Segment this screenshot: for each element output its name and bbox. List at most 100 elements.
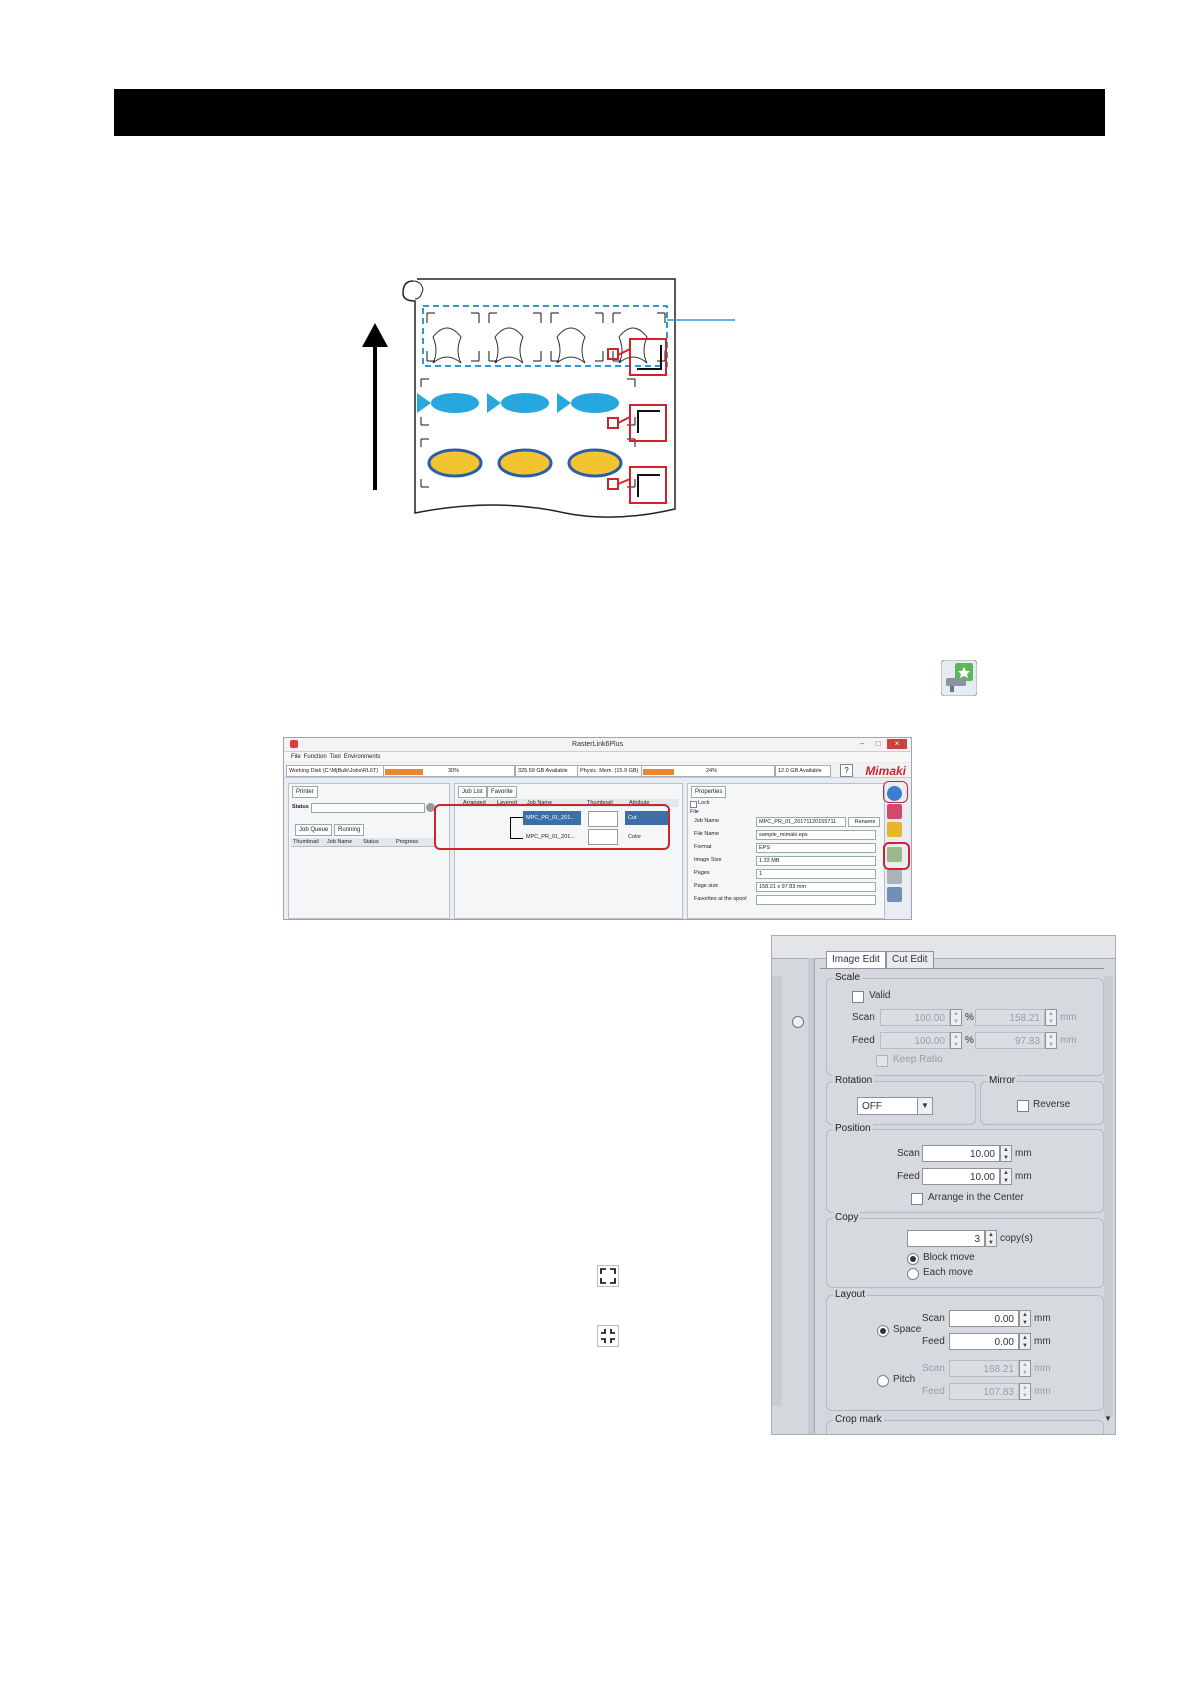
property-value[interactable]: 1 [756,869,876,879]
arrow-head [362,323,388,347]
copy-count-spinner[interactable]: ▲▼ [985,1230,997,1247]
scale-scan-mm-spinner[interactable]: ▲▼ [1045,1009,1057,1026]
tab-favorite[interactable]: Favorite [487,786,517,798]
tab-cut-edit[interactable]: Cut Edit [886,951,934,969]
help-button[interactable]: ? [840,764,853,777]
physical-memory-label: Physic. Mem. (15.9 GB) [577,765,643,777]
menu-function[interactable]: Function [303,754,327,760]
rename-button[interactable]: Rename [848,817,880,827]
position-scan-input[interactable]: 10.00 [922,1145,1000,1162]
property-value[interactable]: MPC_PR_01_20171120155711 [756,817,846,827]
splitter-handle[interactable] [792,1016,804,1028]
rotation-value: OFF [862,1101,882,1112]
job-icon[interactable] [887,804,902,819]
scale-feed-mm-spinner[interactable]: ▲▼ [1045,1032,1057,1049]
crop-mark-callouts [607,338,667,504]
pitch-scan-spinner[interactable]: ▲▼ [1019,1360,1031,1377]
arrange-center-checkbox[interactable] [911,1193,923,1205]
tab-job-list[interactable]: Job List [458,786,487,798]
layout-scan-label: Scan [922,1313,945,1324]
scale-feed-mm-input[interactable]: 97.83 [975,1032,1045,1049]
space-feed-spinner[interactable]: ▲▼ [1019,1333,1031,1350]
position-scan-spinner[interactable]: ▲▼ [1000,1145,1012,1162]
color-icon[interactable] [887,822,902,837]
cut-group-outline [422,305,668,367]
crop-mark-outer-icon [597,1265,619,1287]
close-button[interactable]: × [887,739,907,749]
pitch-scan-input[interactable]: 168.21 [949,1360,1019,1377]
property-value[interactable]: sample_mimaki.eps [756,830,876,840]
job-attribute: Color [628,834,642,840]
highlight-job-list [434,804,670,850]
minimize-button[interactable]: – [859,739,865,748]
info-icon[interactable] [887,786,902,801]
space-scan-spinner[interactable]: ▲▼ [1019,1310,1031,1327]
tab-printer[interactable]: Printer [292,786,318,798]
row-2-crop-marks [420,378,636,426]
row-3-sticker-images [427,448,623,478]
property-value[interactable]: 1.33 MB [756,856,876,866]
physical-memory-percent: 24% [706,768,718,774]
tab-job-queue[interactable]: Job Queue [295,824,333,836]
rotation-select[interactable]: OFF ▼ [857,1097,933,1115]
row-2-fish-images [417,393,619,413]
scale-scan-mm-input[interactable]: 158.21 [975,1009,1045,1026]
reverse-checkbox[interactable] [1017,1100,1029,1112]
copy-count-input[interactable]: 3 [907,1230,985,1247]
reverse-label: Reverse [1033,1099,1071,1110]
mm-unit: mm [1015,1171,1032,1182]
scale-feed-spinner[interactable]: ▲▼ [950,1032,962,1049]
block-move-radio[interactable] [907,1253,919,1265]
valid-checkbox[interactable] [852,991,864,1003]
edit-tool-icon[interactable] [887,847,902,862]
layout-icon[interactable] [887,869,902,884]
scroll-down-icon[interactable]: ▼ [1104,1414,1112,1423]
copy-unit: copy(s) [1000,1233,1033,1244]
left-scrollbar[interactable] [772,976,782,1406]
tab-image-edit[interactable]: Image Edit [826,951,886,969]
edit-tool-icon [941,660,977,696]
mm-unit: mm [1060,1012,1077,1023]
highlight-edit-tool [883,842,910,870]
pitch-label: Pitch [893,1374,916,1385]
property-value[interactable]: EPS [756,843,876,853]
chevron-down-icon: ▼ [917,1098,932,1114]
column-thumbnail: Thumbnail [293,839,319,845]
column-layered: Layered [497,800,517,806]
position-feed-spinner[interactable]: ▲▼ [1000,1168,1012,1185]
job-row-cut[interactable]: MPC_PR_01_201... [523,811,581,825]
position-group: Position Scan 10.00 ▲▼ mm Feed 10.00 ▲▼ … [826,1123,1104,1213]
menu-tool[interactable]: Tool [329,754,341,760]
splitter[interactable] [808,958,815,1434]
menu-environments[interactable]: Environments [343,754,381,760]
space-radio[interactable] [877,1325,889,1337]
property-label: Page size [694,883,719,889]
menu-file[interactable]: File [291,754,301,760]
maximize-button[interactable]: □ [875,739,881,748]
column-job-name: Job Name [327,839,353,845]
layer-bracket [510,817,523,839]
print-icon[interactable] [887,887,902,902]
app-icon [290,740,298,748]
right-scrollbar[interactable] [1104,976,1113,1416]
pitch-feed-input[interactable]: 107.83 [949,1383,1019,1400]
property-value[interactable]: 158.21 x 97.83 mm [756,882,876,892]
property-value[interactable] [756,895,876,905]
lock-checkbox[interactable] [690,801,697,808]
working-disk-meter: 30% [383,765,515,777]
scale-scan-spinner[interactable]: ▲▼ [950,1009,962,1026]
scale-scan-percent-input[interactable]: 100.00 [880,1009,950,1026]
pitch-feed-spinner[interactable]: ▲▼ [1019,1383,1031,1400]
status-field [311,803,425,813]
column-job-name: Job Name [527,800,553,806]
position-feed-input[interactable]: 10.00 [922,1168,1000,1185]
tab-running[interactable]: Running [334,824,365,836]
tab-properties[interactable]: Properties [691,786,727,798]
keep-ratio-checkbox[interactable] [876,1055,888,1067]
space-feed-input[interactable]: 0.00 [949,1333,1019,1350]
scale-feed-percent-input[interactable]: 100.00 [880,1032,950,1049]
each-move-radio[interactable] [907,1268,919,1280]
pitch-radio[interactable] [877,1375,889,1387]
space-scan-input[interactable]: 0.00 [949,1310,1019,1327]
